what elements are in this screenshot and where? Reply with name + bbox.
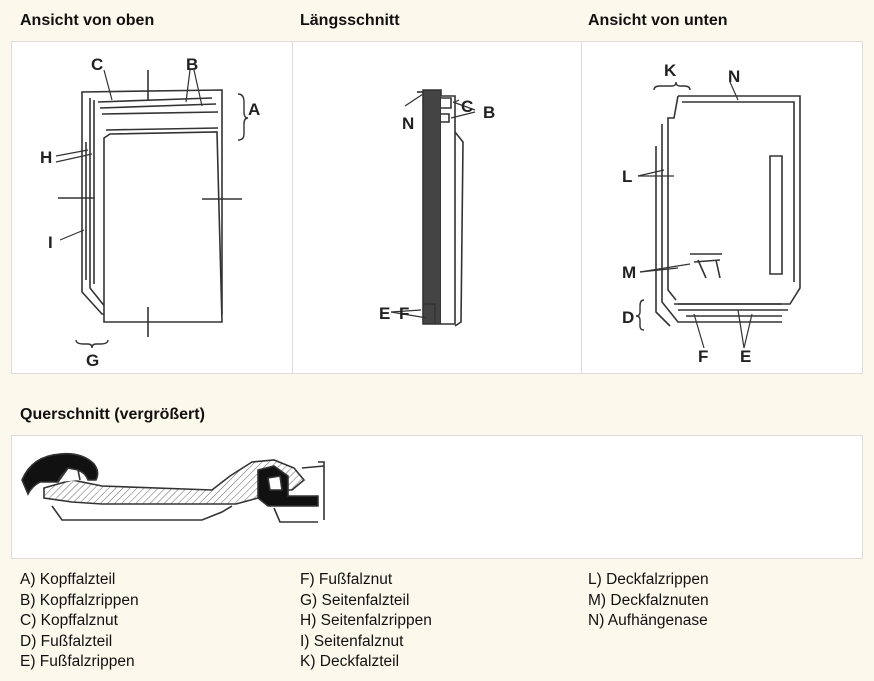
longitudinal-section-drawing: N C B E F: [379, 89, 495, 327]
label-B: B: [483, 103, 495, 122]
heading-bottom-view: Ansicht von unten: [588, 12, 728, 29]
label-E: E: [379, 304, 390, 323]
label-D: D: [622, 308, 634, 327]
legend-item: B) Kopffalzrippen: [20, 591, 139, 609]
legend-item: N) Aufhängenase: [588, 612, 708, 630]
legend-column-2: F) Fußfalznut G) Seitenfalzteil H) Seite…: [300, 570, 432, 673]
legend-item: E) Fußfalzrippen: [20, 653, 135, 671]
heading-cross-section: Querschnitt (vergrößert): [20, 406, 205, 423]
legend-item: H) Seitenfalzrippen: [300, 612, 432, 630]
legend-item: K) Deckfalzteil: [300, 653, 400, 671]
panel-bottom-view: K N L M D F E: [581, 41, 863, 374]
label-M: M: [622, 263, 636, 282]
panel-top-view: C B A H I G: [11, 41, 293, 374]
label-H: H: [40, 148, 52, 167]
top-view-drawing: C B A H I G: [40, 55, 260, 370]
label-F: F: [698, 347, 708, 366]
legend-item: C) Kopffalznut: [20, 612, 118, 630]
panel-longitudinal-section: N C B E F: [292, 41, 582, 374]
panel-cross-section: [11, 435, 863, 559]
label-L: L: [622, 167, 632, 186]
legend-item: M) Deckfalznuten: [588, 591, 709, 609]
label-N: N: [728, 67, 740, 86]
legend-item: I) Seitenfalznut: [300, 632, 404, 650]
label-A: A: [248, 100, 260, 119]
legend-item: L) Deckfalzrippen: [588, 571, 709, 588]
label-E: E: [740, 347, 751, 366]
heading-top-view: Ansicht von oben: [20, 12, 155, 29]
heading-longitudinal-section: Längsschnitt: [300, 12, 400, 29]
legend-item: G) Seitenfalzteil: [300, 591, 410, 609]
cross-section-drawing: [21, 452, 325, 523]
legend-item: F) Fußfalznut: [300, 571, 393, 588]
legend-column-3: L) Deckfalzrippen M) Deckfalznuten N) Au…: [588, 570, 709, 632]
label-F: F: [399, 304, 409, 323]
label-N: N: [402, 114, 414, 133]
label-K: K: [664, 61, 677, 80]
legend-column-1: A) Kopffalzteil B) Kopffalzrippen C) Kop…: [20, 570, 139, 673]
label-G: G: [86, 351, 99, 370]
label-B: B: [186, 55, 198, 74]
label-C: C: [91, 55, 103, 74]
label-C: C: [461, 97, 473, 116]
bottom-view-drawing: K N L M D F E: [622, 61, 801, 366]
label-I: I: [48, 233, 53, 252]
legend-item: A) Kopffalzteil: [20, 571, 116, 588]
legend-item: D) Fußfalzteil: [20, 632, 113, 650]
